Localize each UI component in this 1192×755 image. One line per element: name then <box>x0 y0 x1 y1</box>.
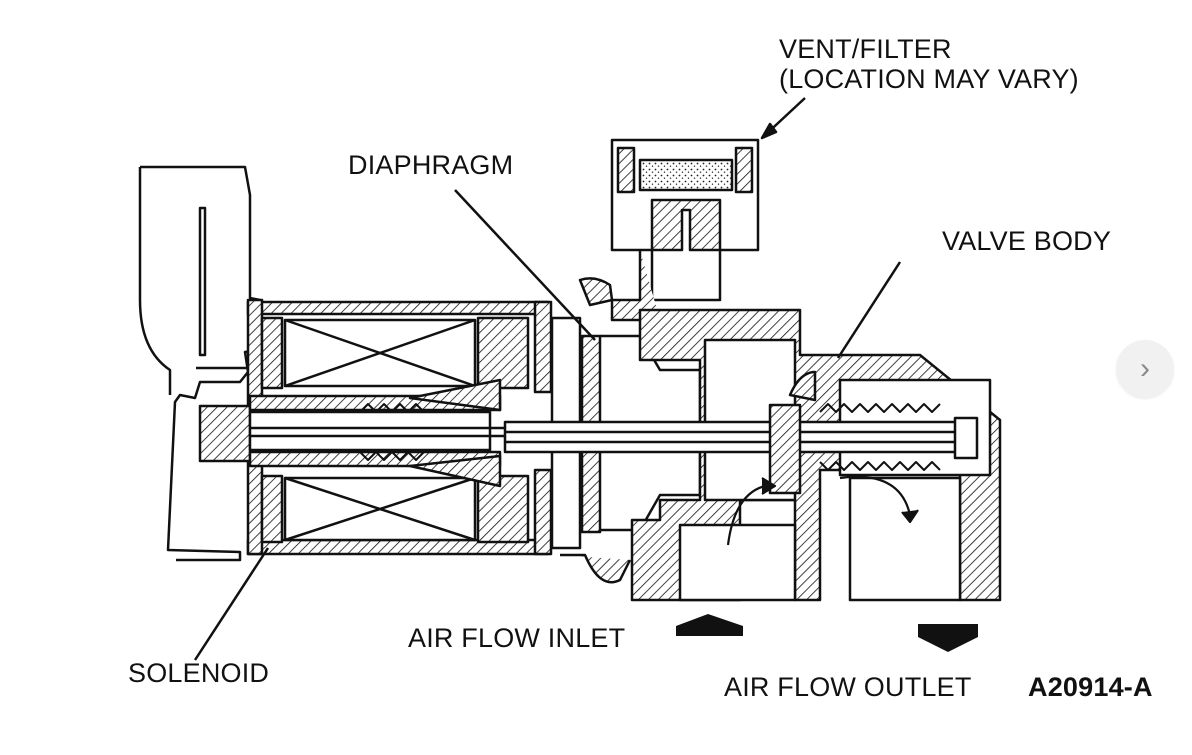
internal-flow-arrows <box>726 475 919 546</box>
air-flow-inlet-arrow <box>676 614 743 636</box>
vent-filter <box>610 138 760 322</box>
solenoid-label: SOLENOID <box>128 658 270 688</box>
leader-lines <box>193 97 902 661</box>
air-flow-inlet-label: AIR FLOW INLET <box>408 623 626 653</box>
air-flow-outlet-label: AIR FLOW OUTLET <box>724 672 972 702</box>
electrical-connector <box>138 165 262 562</box>
figure-id-label: A20914-A <box>1028 672 1153 702</box>
next-image-button[interactable]: › <box>1116 340 1174 398</box>
solenoid-plunger <box>198 378 510 488</box>
valve-body-label: VALVE BODY <box>942 226 1112 256</box>
vent-filter-label: VENT/FILTER (LOCATION MAY VARY) <box>779 34 1079 94</box>
diaphragm-label: DIAPHRAGM <box>348 150 514 180</box>
chevron-right-icon: › <box>1140 352 1150 385</box>
valve-body <box>503 308 1002 602</box>
air-flow-outlet-arrow <box>918 624 978 652</box>
